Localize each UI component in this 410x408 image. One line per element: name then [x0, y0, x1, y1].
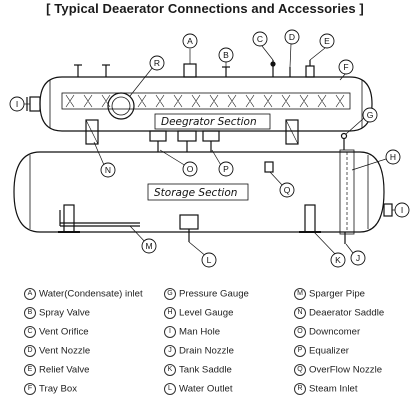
- callout-o: O: [187, 164, 194, 174]
- callout-j: J: [356, 253, 360, 263]
- callout-h: H: [390, 152, 396, 162]
- storage-shell: [13, 151, 385, 233]
- steam-inlet: [107, 92, 135, 120]
- callout-p: P: [223, 164, 229, 174]
- callout-a: A: [187, 36, 193, 46]
- deaerator-saddle-right: [285, 119, 299, 145]
- equalizer: [202, 130, 220, 142]
- deaerator-section-label: Deegrator Section: [161, 116, 257, 128]
- deaerator-manhole: [29, 96, 41, 112]
- callout-n: N: [105, 165, 111, 175]
- callout-l: L: [207, 255, 212, 265]
- downcomer: [149, 130, 167, 142]
- callout-k: K: [335, 255, 341, 265]
- deaerator-saddle-left: [85, 119, 99, 145]
- callout-i-right: I: [401, 205, 403, 215]
- level-gauge: [339, 149, 355, 235]
- callout-c: C: [257, 34, 263, 44]
- callout-i-left: I: [16, 99, 18, 109]
- water-outlet: [179, 214, 199, 230]
- water-inlet-nozzle: [183, 63, 197, 78]
- deaerator-shell: [39, 76, 373, 132]
- callout-d: D: [289, 32, 295, 42]
- deaerator-drawing: Deegrator Section Storage Section A B C …: [9, 29, 410, 268]
- callout-m: M: [145, 241, 152, 251]
- callout-q: Q: [284, 185, 291, 195]
- page-title: [ Typical Deaerator Connections and Acce…: [46, 1, 364, 16]
- callout-e: E: [324, 36, 330, 46]
- tank-saddle-right: [304, 204, 316, 233]
- callout-r: R: [154, 58, 160, 68]
- storage-section-label: Storage Section: [154, 187, 237, 199]
- pressure-gauge: [340, 132, 348, 140]
- callout-f: F: [343, 62, 348, 72]
- callout-g: G: [367, 110, 374, 120]
- storage-manhole: [383, 203, 393, 217]
- tray-box: [61, 92, 351, 110]
- overflow-nozzle: [264, 161, 274, 173]
- callout-b: B: [223, 50, 229, 60]
- tank-saddle-left: [63, 204, 75, 233]
